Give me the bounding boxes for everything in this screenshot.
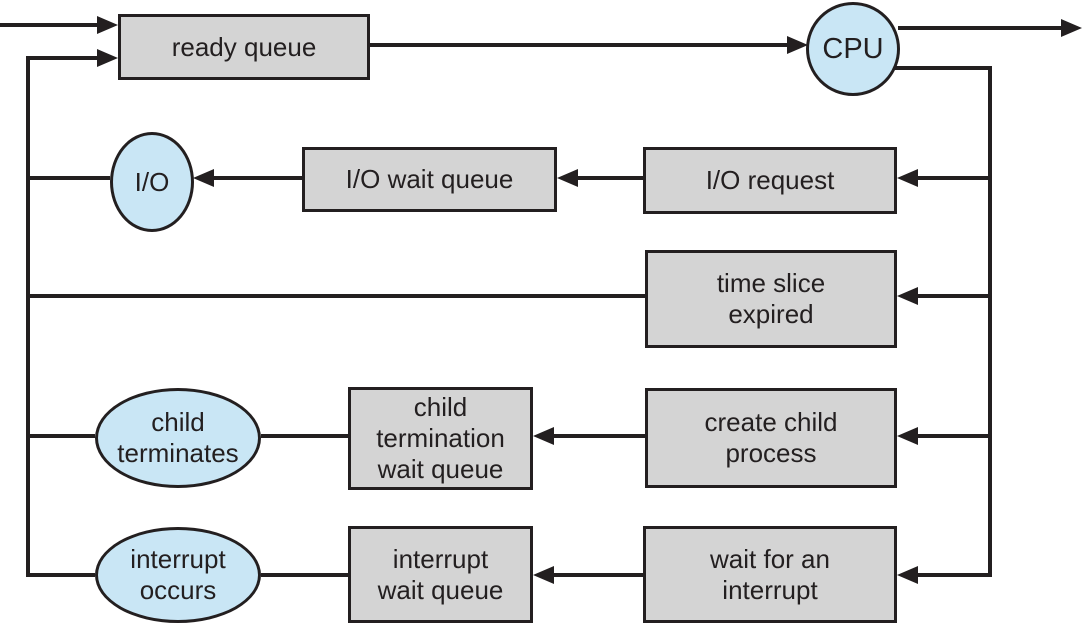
edge-rail-to-io-request <box>917 176 988 180</box>
edge-child-terminates-to-rail <box>28 434 95 438</box>
edge-ready-queue-to-cpu <box>370 43 787 47</box>
edge-ready-queue-to-cpu-arrowhead <box>787 36 808 54</box>
node-io-request: I/O request <box>643 147 897 214</box>
node-time-slice-expired: time slice expired <box>645 250 897 348</box>
node-cpu: CPU <box>806 2 900 96</box>
node-create-child-process: create child process <box>645 388 897 488</box>
edge-external-to-ready-queue <box>0 23 97 27</box>
edge-io-request-to-io-wait-queue-arrowhead <box>557 169 578 187</box>
edge-wait-interrupt-to-interrupt-wait-queue-arrowhead <box>533 566 554 584</box>
edge-interrupt-wait-queue-to-interrupt-occurs <box>261 573 348 577</box>
node-time-slice-expired-label: time slice expired <box>716 268 826 329</box>
node-ready-queue-label: ready queue <box>171 31 317 62</box>
edge-create-child-to-child-wait-queue <box>554 434 645 438</box>
edge-rail-to-time-slice-arrowhead <box>897 287 918 305</box>
edge-time-slice-to-rail <box>28 294 645 298</box>
edge-io-wait-queue-to-io <box>214 176 302 180</box>
edge-wait-interrupt-to-interrupt-wait-queue <box>554 573 643 577</box>
node-create-child-process-label: create child process <box>704 407 838 468</box>
right-dispatch-rail <box>988 66 992 577</box>
edge-rail-to-io-request-arrowhead <box>897 169 918 187</box>
edge-rail-to-wait-interrupt-arrowhead <box>897 566 918 584</box>
edge-external-to-ready-queue-arrowhead <box>97 16 118 34</box>
edge-cpu-exit <box>898 26 1061 30</box>
node-child-terminates-label: child terminates <box>117 407 239 468</box>
edge-child-wait-queue-to-child-terminates <box>261 434 348 438</box>
node-child-terminates: child terminates <box>95 388 261 488</box>
node-child-termination-wait-queue-label: child termination wait queue <box>376 392 505 484</box>
edge-rail-to-time-slice <box>917 294 988 298</box>
edge-rail-to-create-child <box>917 434 988 438</box>
node-wait-for-an-interrupt: wait for an interrupt <box>643 526 897 623</box>
node-interrupt-occurs-label: interrupt occurs <box>130 544 226 605</box>
node-ready-queue: ready queue <box>118 14 370 80</box>
node-io-label: I/O <box>134 166 170 197</box>
edge-rail-to-interrupt-occurs <box>26 573 95 577</box>
edge-create-child-to-child-wait-queue-arrowhead <box>533 427 554 445</box>
node-cpu-label: CPU <box>822 32 884 65</box>
edge-io-request-to-io-wait-queue <box>578 176 643 180</box>
node-io: I/O <box>110 132 194 232</box>
node-wait-for-an-interrupt-label: wait for an interrupt <box>710 543 830 605</box>
node-interrupt-occurs: interrupt occurs <box>95 527 261 623</box>
node-io-wait-queue: I/O wait queue <box>302 147 557 212</box>
edge-cpu-to-right-rail <box>886 66 992 70</box>
edge-return-to-ready-queue-arrowhead <box>97 49 118 67</box>
edge-io-to-rail <box>28 176 110 180</box>
node-interrupt-wait-queue: interrupt wait queue <box>348 526 533 623</box>
node-io-request-label: I/O request <box>705 165 835 196</box>
edge-rail-to-create-child-arrowhead <box>897 427 918 445</box>
node-io-wait-queue-label: I/O wait queue <box>345 164 514 195</box>
left-return-rail <box>26 56 30 577</box>
edge-rail-to-wait-interrupt <box>917 573 992 577</box>
edge-io-wait-queue-to-io-arrowhead <box>193 169 214 187</box>
edge-cpu-exit-arrowhead <box>1061 19 1082 37</box>
edge-return-to-ready-queue <box>26 56 97 60</box>
node-child-termination-wait-queue: child termination wait queue <box>348 387 533 490</box>
node-interrupt-wait-queue-label: interrupt wait queue <box>377 543 504 605</box>
